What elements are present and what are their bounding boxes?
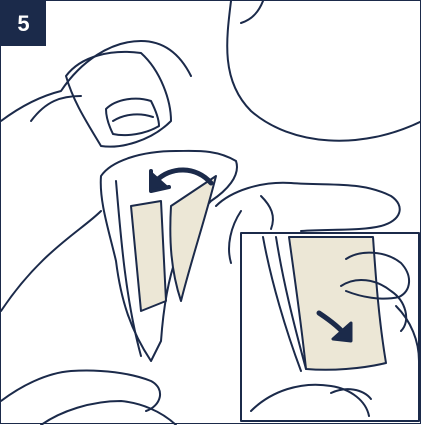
head-outline [227, 1, 421, 141]
seat-outline-left [1, 41, 191, 121]
left-hand [1, 370, 176, 425]
seat-edge-left [1, 211, 101, 311]
harness-pad [101, 151, 237, 361]
inset-adhesive [289, 237, 386, 370]
adhesive-strip-flap [170, 176, 216, 301]
step-number-badge: 5 [1, 1, 46, 46]
adhesive-strip-left [131, 201, 166, 311]
inset-detail [241, 233, 419, 421]
hair-line [241, 1, 263, 23]
